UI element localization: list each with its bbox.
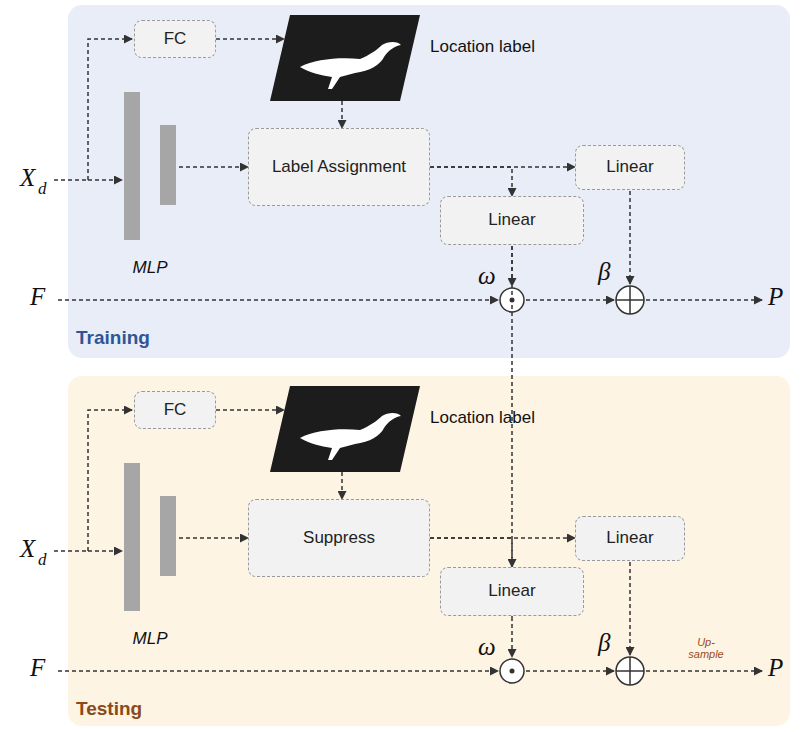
- dashed-arrow: [341, 472, 343, 499]
- dashed-arrow: [216, 38, 284, 40]
- feature-wire: [58, 670, 498, 672]
- box-label: Label Assignment: [272, 157, 406, 177]
- add-symbol: [616, 657, 644, 685]
- output-wire: [646, 670, 762, 672]
- fc-box: FC: [134, 20, 216, 58]
- edges: [179, 39, 575, 567]
- panel-title: Testing: [76, 698, 142, 720]
- output-symbol: P: [768, 654, 783, 682]
- process-box: Label Assignment: [248, 128, 430, 206]
- add-symbol: [616, 286, 644, 314]
- output-symbol: P: [768, 283, 783, 311]
- linear-box: Linear: [575, 145, 685, 190]
- dashed-arrow: [430, 538, 512, 567]
- subscript: d: [38, 180, 47, 198]
- shift-wire: [629, 562, 631, 655]
- linear-box: Linear: [575, 516, 685, 561]
- wires: [54, 39, 762, 685]
- mlp-block: MLP: [115, 90, 185, 285]
- subscript: d: [38, 551, 47, 569]
- multiply-symbol: [500, 659, 524, 683]
- dashed-arrow: [179, 537, 248, 539]
- mlp-block: MLP: [115, 461, 185, 656]
- feature-wire: [526, 299, 614, 301]
- feature-wire: [526, 670, 614, 672]
- testing-panel-fill: [68, 376, 790, 726]
- image-caption: Location label: [430, 408, 535, 428]
- box-label: Linear: [606, 528, 653, 548]
- fc-box: FC: [134, 391, 216, 429]
- input-wire: [54, 550, 88, 552]
- box-label: Suppress: [303, 528, 375, 548]
- box-label: Linear: [488, 581, 535, 601]
- input-symbol: X: [20, 164, 35, 192]
- input-wire: [88, 179, 122, 181]
- location-label-map: Location label: [270, 15, 580, 101]
- scale-symbol: ω: [478, 262, 496, 290]
- input-wire: [54, 179, 88, 181]
- scale-wire: [511, 246, 513, 286]
- phase-panel: Training FC Location labelMLP Label Assignm…: [68, 5, 790, 355]
- shift-symbol: β: [598, 258, 610, 286]
- dashed-arrow: [341, 101, 343, 128]
- add-cross: [616, 286, 644, 314]
- mlp-label: MLP: [115, 258, 185, 278]
- box-label: FC: [164, 29, 187, 49]
- image-caption: Location label: [430, 37, 535, 57]
- process-box: Suppress: [248, 499, 430, 577]
- mlp-layer-bar: [160, 125, 176, 205]
- location-map-image: [270, 386, 420, 472]
- add-cross: [616, 657, 644, 685]
- bird-silhouette: [300, 413, 401, 460]
- scale-symbol: ω: [478, 633, 496, 661]
- mlp-label: MLP: [115, 629, 185, 649]
- mlp-layer-bar: [160, 496, 176, 576]
- mlp-layer-bar: [124, 92, 140, 240]
- shift-symbol: β: [598, 629, 610, 657]
- output-wire: [646, 299, 762, 301]
- input-wire: [88, 550, 122, 552]
- dashed-arrow: [179, 166, 248, 168]
- linear-box: Linear: [440, 196, 584, 245]
- box-label: Linear: [488, 210, 535, 230]
- dashed-arrow: [430, 167, 512, 196]
- mask-ground: [270, 15, 420, 101]
- panel-title: Training: [76, 327, 150, 349]
- feature-wire: [58, 299, 498, 301]
- training-panel-fill: [68, 5, 790, 358]
- location-map-image: [270, 15, 420, 101]
- multiply-dot: [510, 669, 515, 674]
- feature-symbol: F: [30, 654, 45, 682]
- location-label-map: Location label: [270, 386, 580, 472]
- bird-silhouette: [300, 42, 401, 89]
- linear-box: Linear: [440, 567, 584, 616]
- mask-ground: [270, 386, 420, 472]
- input-symbol: X: [20, 535, 35, 563]
- phase-panel: TestingFCLocation labelMLPSuppressLinear…: [68, 376, 790, 726]
- dashed-arrow: [216, 409, 284, 411]
- shift-wire: [629, 191, 631, 284]
- box-label: FC: [164, 400, 187, 420]
- scale-wire: [511, 246, 513, 286]
- upsample-note: Up-sample: [686, 636, 726, 660]
- feature-symbol: F: [30, 283, 45, 311]
- scale-wire: [511, 617, 513, 657]
- mlp-layer-bar: [124, 463, 140, 611]
- box-label: Linear: [606, 157, 653, 177]
